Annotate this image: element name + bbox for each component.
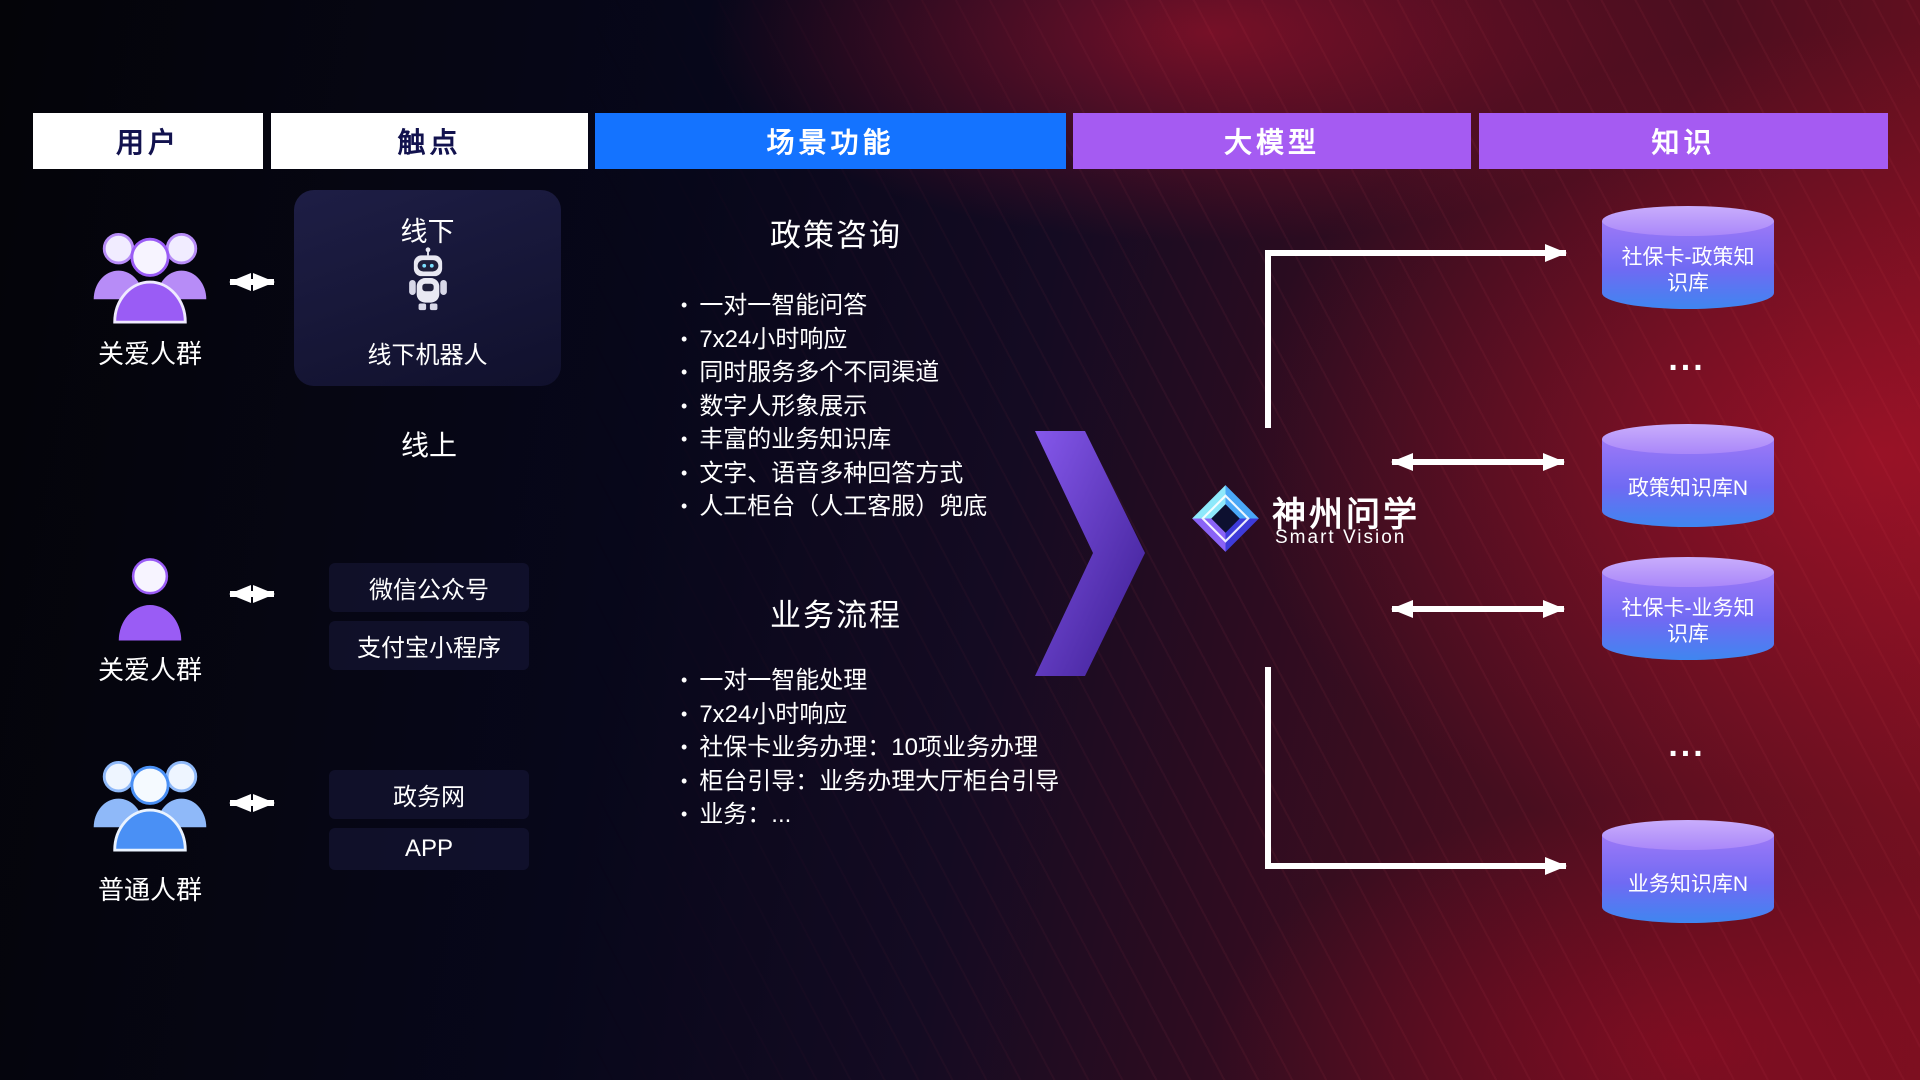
- model-name: 神州问学: [1272, 496, 1420, 534]
- online-label: 线上: [400, 430, 457, 461]
- business-list: 一对一智能处理 7x24小时响应 社保卡业务办理：10项业务办理 柜台引导：业务…: [681, 665, 1059, 833]
- list-item: 7x24小时响应: [681, 699, 1059, 733]
- list-item: 丰富的业务知识库: [681, 424, 987, 458]
- database-icon: 政策知识库N: [1602, 424, 1774, 527]
- list-item: 同时服务多个不同渠道: [681, 357, 987, 391]
- ellipsis-top: ...: [1668, 340, 1706, 378]
- user-public-label: 普通人群: [97, 875, 202, 905]
- database-top: [1602, 424, 1774, 454]
- list-item: 一对一智能处理: [681, 665, 1059, 699]
- database-icon: 社保卡-政策知识库: [1602, 206, 1774, 309]
- channel-govnet: 政务网: [329, 770, 529, 819]
- list-item: 人工柜台（人工客服）兜底: [681, 491, 987, 525]
- flow-arrow-icon: [1035, 431, 1145, 676]
- database-label: 政策知识库N: [1627, 476, 1749, 500]
- list-item: 文字、语音多种回答方式: [681, 458, 987, 492]
- user-group-label: 关爱人群: [97, 339, 202, 369]
- person-icon: [112, 551, 188, 643]
- list-item: 社保卡业务办理：10项业务办理: [681, 732, 1059, 766]
- channel-app: APP: [329, 828, 529, 870]
- database-top: [1602, 820, 1774, 850]
- database-label: 社保卡-业务知识库: [1621, 596, 1755, 646]
- policy-list: 一对一智能问答 7x24小时响应 同时服务多个不同渠道 数字人形象展示 丰富的业…: [681, 290, 987, 525]
- group-icon: [88, 220, 212, 326]
- section-title-business: 业务流程: [770, 598, 902, 633]
- header-knowledge: 知识: [1479, 113, 1888, 169]
- list-item: 数字人形象展示: [681, 391, 987, 425]
- list-item: 柜台引导：业务办理大厅柜台引导: [681, 766, 1059, 800]
- logo-diamond-icon: [1190, 483, 1261, 554]
- header-scenario: 场景功能: [595, 113, 1066, 169]
- database-label: 社保卡-政策知识库: [1621, 245, 1755, 295]
- database-top: [1602, 206, 1774, 236]
- elbow-arrow-down-icon: [1265, 667, 1567, 875]
- offline-robot-label: 线下机器人: [367, 342, 488, 369]
- list-item: 业务：...: [681, 799, 1059, 833]
- header-touchpoints: 触点: [271, 113, 588, 169]
- database-icon: 社保卡-业务知识库: [1602, 557, 1774, 660]
- ellipsis-bottom: ...: [1668, 726, 1706, 764]
- header-users: 用户: [33, 113, 263, 169]
- robot-icon: [404, 246, 452, 317]
- user-person-label: 关爱人群: [97, 655, 202, 685]
- list-item: 一对一智能问答: [681, 290, 987, 324]
- database-label: 业务知识库N: [1627, 872, 1749, 896]
- database-top: [1602, 557, 1774, 587]
- group-blue-icon: [88, 748, 212, 854]
- channel-alipay: 支付宝小程序: [329, 621, 529, 670]
- list-item: 7x24小时响应: [681, 324, 987, 358]
- channel-wechat: 微信公众号: [329, 563, 529, 612]
- database-icon: 业务知识库N: [1602, 820, 1774, 923]
- offline-title: 线下: [400, 217, 455, 247]
- model-subtitle: Smart Vision: [1275, 527, 1407, 548]
- section-title-policy: 政策咨询: [770, 218, 902, 253]
- header-model: 大模型: [1073, 113, 1471, 169]
- offline-touchpoint-card: 线下 线下机器人: [294, 190, 561, 386]
- elbow-arrow-up-icon: [1265, 244, 1567, 428]
